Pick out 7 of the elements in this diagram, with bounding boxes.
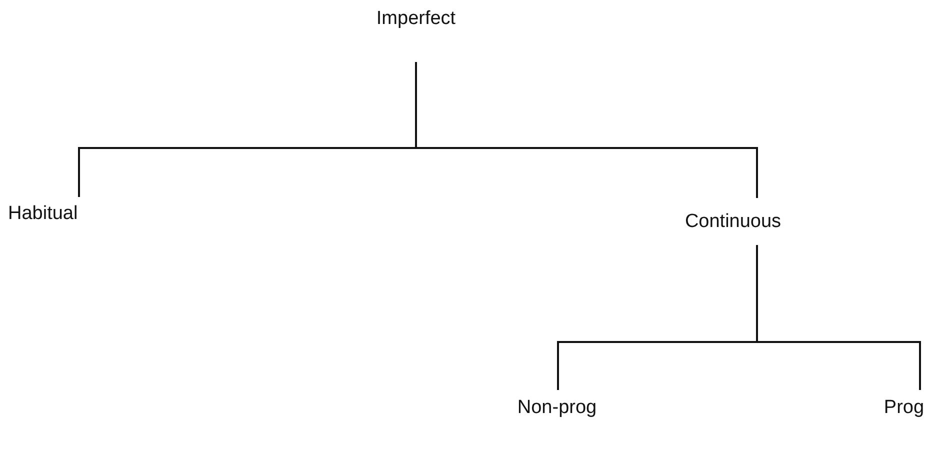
node-label: Imperfect <box>376 8 456 30</box>
node-label: Non-prog <box>517 397 597 419</box>
node-label: Prog <box>884 397 924 419</box>
connector-line <box>756 245 921 390</box>
node-label: Continuous <box>684 210 782 232</box>
node-label: Habitual <box>8 203 78 225</box>
connector-line <box>415 62 758 198</box>
